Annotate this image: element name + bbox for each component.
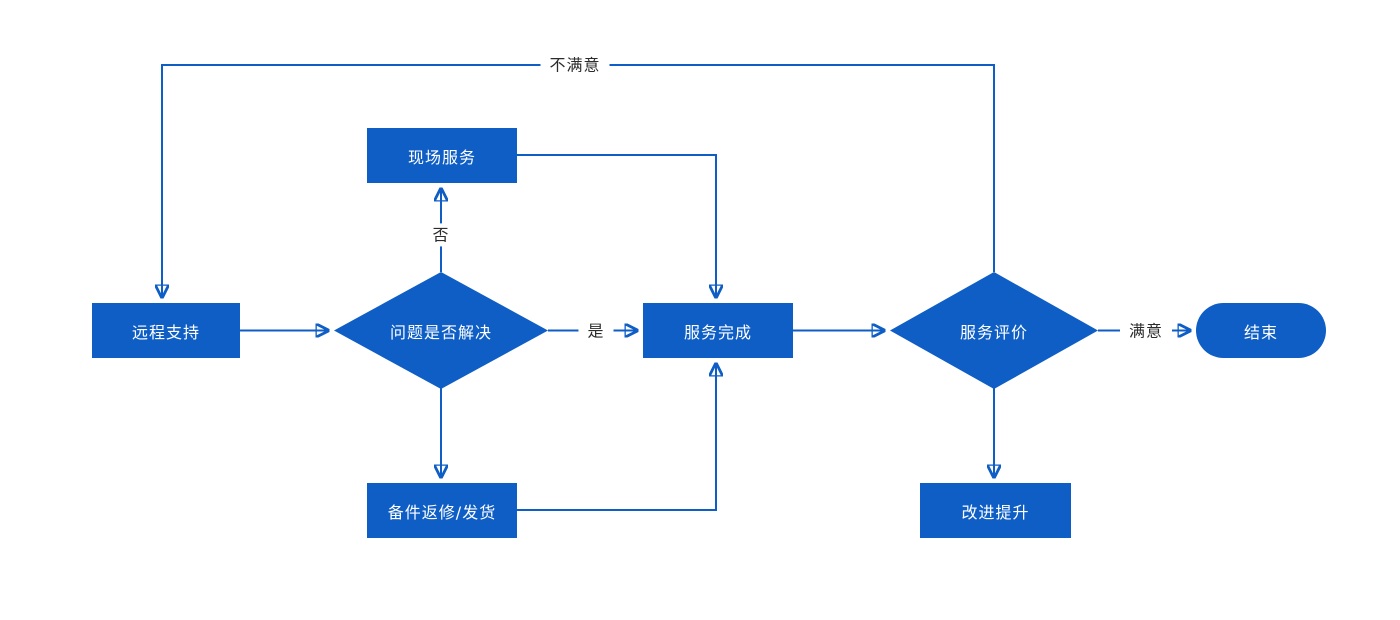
- node-spare-parts-label: 备件返修/发货: [387, 502, 497, 522]
- node-remote-support: 远程支持: [92, 303, 240, 358]
- node-spare-parts: 备件返修/发货: [367, 483, 517, 538]
- node-improvement: 改进提升: [920, 483, 1071, 538]
- edge-label-no: 否: [423, 223, 459, 247]
- edge-evaluation-unsatisfied-to-remote: [162, 64, 995, 297]
- node-service-evaluation-label: 服务评价: [959, 322, 1028, 342]
- edge-onsite-to-complete: [517, 154, 716, 297]
- edge-label-unsatisfied: 不满意: [540, 53, 610, 77]
- node-service-complete: 服务完成: [643, 303, 793, 358]
- edge-label-satisfied: 满意: [1119, 319, 1173, 343]
- node-improvement-label: 改进提升: [961, 502, 1030, 522]
- node-onsite-service: 现场服务: [367, 128, 517, 183]
- node-end-label: 结束: [1243, 322, 1278, 342]
- node-problem-solved: 问题是否解决: [334, 272, 548, 389]
- node-remote-support-label: 远程支持: [131, 322, 200, 342]
- node-service-evaluation: 服务评价: [890, 272, 1098, 389]
- node-end: 结束: [1196, 303, 1326, 358]
- node-onsite-service-label: 现场服务: [407, 147, 476, 167]
- node-problem-solved-label: 问题是否解决: [389, 322, 492, 342]
- edge-label-yes: 是: [578, 319, 614, 343]
- edge-spareparts-to-complete: [517, 364, 716, 511]
- node-service-complete-label: 服务完成: [683, 322, 752, 342]
